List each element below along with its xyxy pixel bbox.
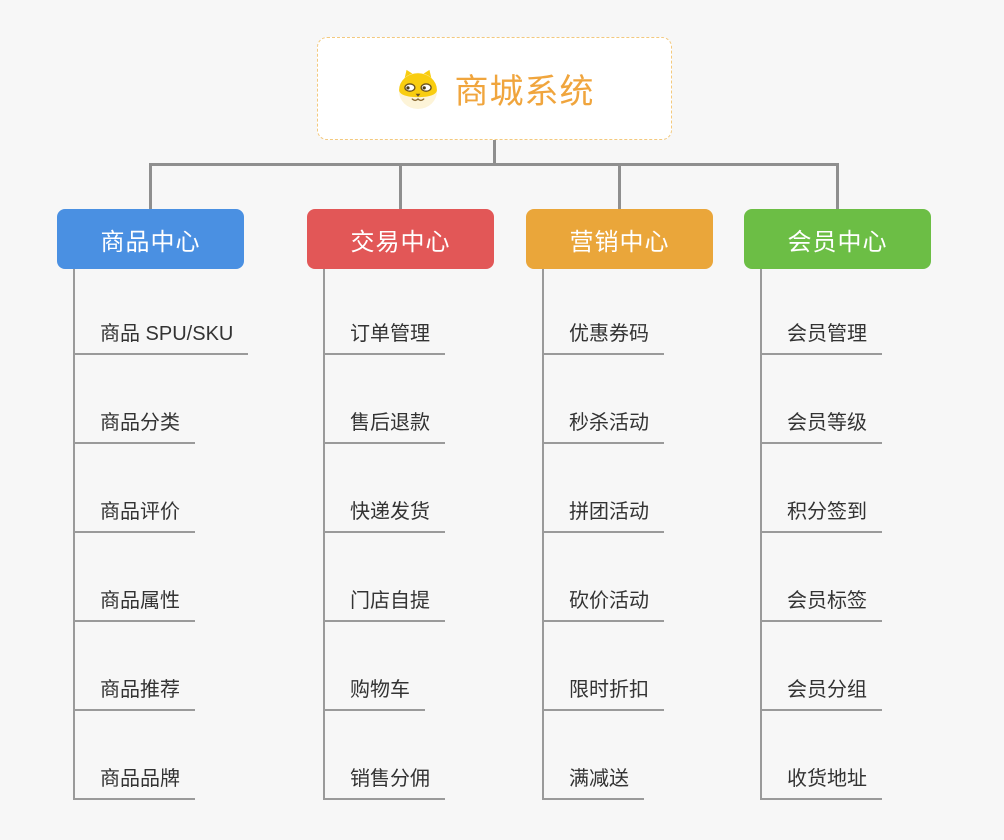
branch-node-product-center[interactable]: 商品中心 xyxy=(57,209,244,269)
leaf-node[interactable]: 会员等级 xyxy=(760,406,882,444)
leaf-node[interactable]: 会员标签 xyxy=(760,584,882,622)
leaf-node[interactable]: 门店自提 xyxy=(323,584,445,622)
leaf-row: 限时折扣 xyxy=(526,622,756,711)
branch-connector xyxy=(149,163,152,210)
leaf-node[interactable]: 商品 SPU/SKU xyxy=(73,317,249,355)
branch-connector xyxy=(399,163,402,210)
leaf-row: 优惠券码 xyxy=(526,266,756,355)
leaf-row: 会员等级 xyxy=(744,355,974,444)
branch-column-marketing: 优惠券码 秒杀活动 拼团活动 砍价活动 限时折扣 满减送 xyxy=(526,266,756,800)
column-connector-line xyxy=(760,269,762,800)
root-connector xyxy=(493,140,496,164)
leaf-row: 售后退款 xyxy=(307,355,537,444)
leaf-node[interactable]: 商品属性 xyxy=(73,584,195,622)
leaf-node[interactable]: 收货地址 xyxy=(760,762,882,800)
leaf-node[interactable]: 秒杀活动 xyxy=(542,406,664,444)
leaf-row: 快递发货 xyxy=(307,444,537,533)
leaf-node[interactable]: 售后退款 xyxy=(323,406,445,444)
leaf-row: 秒杀活动 xyxy=(526,355,756,444)
leaf-node[interactable]: 限时折扣 xyxy=(542,673,664,711)
leaf-node[interactable]: 会员管理 xyxy=(760,317,882,355)
branch-column-trade: 订单管理 售后退款 快递发货 门店自提 购物车 销售分佣 xyxy=(307,266,537,800)
leaf-row: 商品 SPU/SKU xyxy=(57,266,287,355)
leaf-row: 拼团活动 xyxy=(526,444,756,533)
leaf-row: 商品推荐 xyxy=(57,622,287,711)
column-connector-line xyxy=(323,269,325,800)
branch-column-member: 会员管理 会员等级 积分签到 会员标签 会员分组 收货地址 xyxy=(744,266,974,800)
branch-column-product: 商品 SPU/SKU 商品分类 商品评价 商品属性 商品推荐 商品品牌 xyxy=(57,266,287,800)
leaf-node[interactable]: 商品品牌 xyxy=(73,762,195,800)
branch-connector xyxy=(618,163,621,210)
leaf-node[interactable]: 商品推荐 xyxy=(73,673,195,711)
leaf-row: 砍价活动 xyxy=(526,533,756,622)
leaf-row: 订单管理 xyxy=(307,266,537,355)
branch-node-marketing-center[interactable]: 营销中心 xyxy=(526,209,713,269)
leaf-row: 购物车 xyxy=(307,622,537,711)
leaf-row: 商品品牌 xyxy=(57,711,287,800)
leaf-row: 销售分佣 xyxy=(307,711,537,800)
leaf-row: 收货地址 xyxy=(744,711,974,800)
leaf-node[interactable]: 销售分佣 xyxy=(323,762,445,800)
leaf-row: 商品分类 xyxy=(57,355,287,444)
leaf-row: 会员管理 xyxy=(744,266,974,355)
leaf-row: 商品评价 xyxy=(57,444,287,533)
root-node-label: 商城系统 xyxy=(454,73,595,111)
leaf-node[interactable]: 积分签到 xyxy=(760,495,882,533)
leaf-node[interactable]: 商品评价 xyxy=(73,495,195,533)
dog-face-icon xyxy=(398,69,437,109)
branch-node-member-center[interactable]: 会员中心 xyxy=(744,209,931,269)
leaf-node[interactable]: 快递发货 xyxy=(323,495,445,533)
leaf-row: 会员标签 xyxy=(744,533,974,622)
leaf-row: 会员分组 xyxy=(744,622,974,711)
leaf-node[interactable]: 满减送 xyxy=(542,762,644,800)
leaf-node[interactable]: 会员分组 xyxy=(760,673,882,711)
column-connector-line xyxy=(542,269,544,800)
column-connector-line xyxy=(73,269,75,800)
branch-node-trade-center[interactable]: 交易中心 xyxy=(307,209,494,269)
leaf-node[interactable]: 购物车 xyxy=(323,673,425,711)
leaf-node[interactable]: 优惠券码 xyxy=(542,317,664,355)
leaf-row: 商品属性 xyxy=(57,533,287,622)
leaf-node[interactable]: 商品分类 xyxy=(73,406,195,444)
branch-connector xyxy=(836,163,839,210)
leaf-row: 满减送 xyxy=(526,711,756,800)
leaf-row: 积分签到 xyxy=(744,444,974,533)
leaf-node[interactable]: 订单管理 xyxy=(323,317,445,355)
leaf-row: 门店自提 xyxy=(307,533,537,622)
leaf-node[interactable]: 砍价活动 xyxy=(542,584,664,622)
root-node-mall-system[interactable]: 商城系统 xyxy=(317,37,672,140)
leaf-node[interactable]: 拼团活动 xyxy=(542,495,664,533)
branch-bus-connector xyxy=(149,163,839,166)
